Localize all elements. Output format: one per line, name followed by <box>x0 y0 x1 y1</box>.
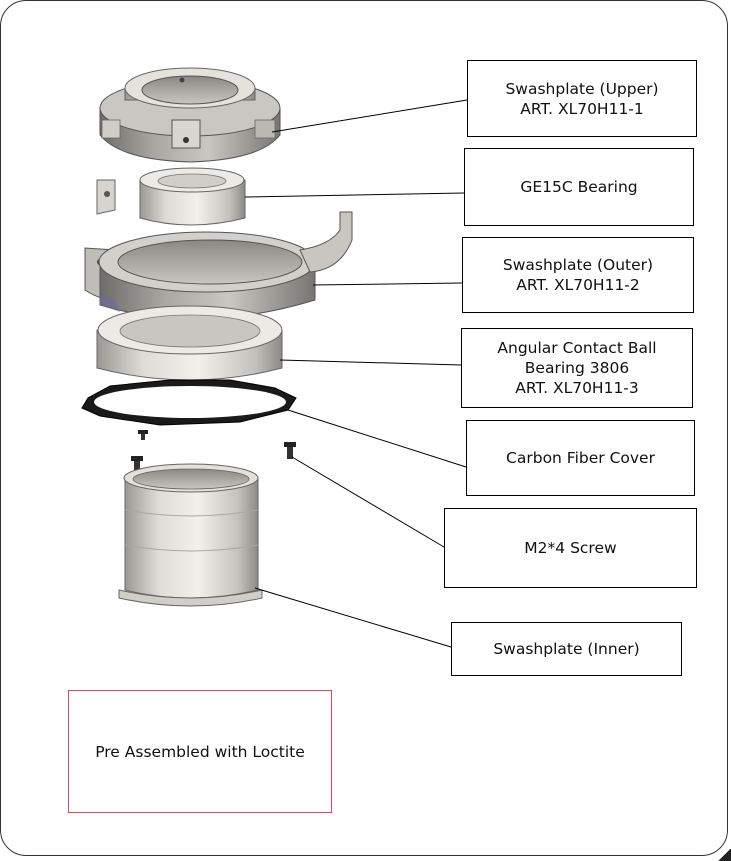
label-line: ART. XL70H11-2 <box>516 276 640 294</box>
label-line: Swashplate (Outer) <box>502 256 654 274</box>
label-line: ART. XL70H11-3 <box>515 379 639 397</box>
leader-line-upper <box>271 99 468 133</box>
label-line: GE15C Bearing <box>520 178 638 196</box>
leader-line-screw <box>291 456 445 548</box>
leader-line-ge15c <box>244 192 465 198</box>
label-swashplate-upper: Swashplate (Upper) ART. XL70H11-1 <box>467 60 697 137</box>
label-ge15c-bearing: GE15C Bearing <box>464 148 694 226</box>
swashplate-inner-part <box>118 463 263 607</box>
m2-screw-parts <box>131 430 296 473</box>
label-line: Swashplate (Upper) <box>505 79 659 98</box>
leader-lines <box>244 99 468 648</box>
pre-assembled-note: Pre Assembled with Loctite <box>68 690 332 813</box>
label-line: Angular Contact Ball <box>497 339 657 357</box>
swashplate-outer-part <box>84 211 353 320</box>
label-line: Bearing 3806 <box>524 359 630 377</box>
label-line: Carbon Fiber Cover <box>506 449 655 467</box>
leader-line-inner <box>254 587 452 648</box>
ge15c-bearing-part <box>96 167 246 226</box>
label-carbon-fiber-cover: Carbon Fiber Cover <box>466 420 695 496</box>
swashplate-upper-part <box>99 67 281 163</box>
leader-line-cover <box>287 409 467 468</box>
pre-assembled-note-text: Pre Assembled with Loctite <box>95 742 305 761</box>
carbon-fiber-cover-part <box>81 379 297 426</box>
label-swashplate-outer: Swashplate (Outer) ART. XL70H11-2 <box>462 237 694 313</box>
label-swashplate-inner: Swashplate (Inner) <box>451 622 682 676</box>
label-line: ART. XL70H11-1 <box>520 99 644 118</box>
leader-line-angular <box>279 359 462 366</box>
frame-shadow <box>717 849 731 861</box>
leader-line-outer <box>312 282 463 286</box>
label-m2-screw: M2*4 Screw <box>444 508 697 588</box>
label-line: M2*4 Screw <box>524 539 617 557</box>
label-line: Swashplate (Inner) <box>493 640 640 658</box>
angular-contact-bearing-part <box>96 305 283 381</box>
label-angular-contact-bearing: Angular Contact Ball Bearing 3806 ART. X… <box>461 328 693 408</box>
